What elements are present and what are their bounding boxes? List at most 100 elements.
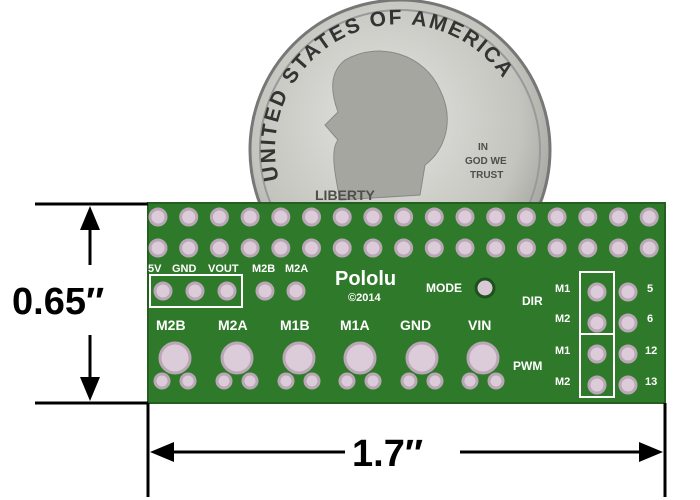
terminal-mount-pad <box>364 372 382 390</box>
header-pad <box>302 207 321 227</box>
header-pad <box>209 238 229 258</box>
header-pad <box>363 238 383 258</box>
header-pad <box>240 207 260 227</box>
logic-pad <box>286 281 306 301</box>
header-pad <box>179 238 199 258</box>
terminal-mount-pad <box>400 372 418 390</box>
pwm-label: PWM <box>513 359 542 373</box>
coin-liberty: LIBERTY <box>315 187 376 203</box>
jumper-m2-pwm: M2 <box>555 376 570 388</box>
header-pad <box>486 238 506 258</box>
header-pad <box>486 207 506 227</box>
header-pad <box>424 207 444 227</box>
terminal-label-gnd: GND <box>400 317 431 333</box>
label-vout: VOUT <box>208 263 239 275</box>
header-pad <box>516 238 536 258</box>
terminal-mount-pad <box>338 372 356 390</box>
logic-pad <box>185 281 205 301</box>
header-pins <box>148 207 659 395</box>
jumper-pad <box>618 344 638 364</box>
header-pad <box>271 207 291 227</box>
header-pad <box>302 238 321 258</box>
terminal-mount-pad <box>277 372 295 390</box>
jumper-m1-pwm: M1 <box>555 345 570 357</box>
header-pad <box>547 207 567 227</box>
label-m2b-small: M2B <box>252 263 275 275</box>
label-gnd: GND <box>172 263 197 275</box>
terminal-pad <box>405 341 439 375</box>
label-5v: 5V <box>148 263 162 275</box>
height-dimension <box>35 202 148 405</box>
width-dimension <box>146 403 667 497</box>
motor-driver-board: 5V GND VOUT M2B M2A Pololu ©2014 MODE DI… <box>147 202 666 404</box>
terminal-pad <box>158 341 192 375</box>
logic-pad <box>255 281 275 301</box>
terminal-mount-pad <box>426 372 444 390</box>
jumper-pad <box>587 344 607 364</box>
jumper-m2-dir: M2 <box>555 313 570 325</box>
terminal-mount-pad <box>153 372 171 390</box>
header-pad <box>179 207 199 227</box>
logic-pad <box>153 281 173 301</box>
mode-label: MODE <box>426 281 462 295</box>
header-pad <box>424 238 444 258</box>
header-pad <box>240 238 260 258</box>
pin-5: 5 <box>647 283 653 295</box>
terminal-label-vin: VIN <box>468 317 491 333</box>
coin-motto-2: GOD WE <box>465 156 507 167</box>
pwm-jumper-outline <box>579 333 615 398</box>
jumper-m1-dir: M1 <box>555 283 570 295</box>
terminal-label-m1a: M1A <box>340 317 370 333</box>
header-pad <box>332 207 352 227</box>
terminal-mount-pad <box>241 372 259 390</box>
terminal-mount-pad <box>179 372 197 390</box>
logic-pad <box>217 281 237 301</box>
jumper-pad <box>618 313 638 333</box>
width-label: 1.7″ <box>352 433 423 475</box>
terminal-mount-pad <box>303 372 321 390</box>
terminal-pad <box>220 341 254 375</box>
header-pad <box>271 238 291 258</box>
terminal-mount-pad <box>461 372 479 390</box>
terminal-label-m2a: M2A <box>218 317 248 333</box>
jumper-pad <box>587 313 607 333</box>
terminal-pad <box>282 341 316 375</box>
header-pad <box>394 238 414 258</box>
height-label: 0.65″ <box>12 281 104 323</box>
mode-pad <box>474 277 496 299</box>
pin-12: 12 <box>645 345 657 357</box>
logic-pin-outline <box>149 274 243 308</box>
coin-motto-3: TRUST <box>470 170 503 181</box>
terminal-label-m1b: M1B <box>280 317 310 333</box>
header-pad <box>578 207 598 227</box>
brand-logo: Pololu <box>335 268 396 290</box>
header-pad <box>455 238 475 258</box>
header-pad <box>578 238 598 258</box>
copyright: ©2014 <box>348 292 381 304</box>
header-pad <box>547 238 567 258</box>
pin-6: 6 <box>647 313 653 325</box>
jumper-pad <box>587 375 607 395</box>
header-pad <box>148 238 168 258</box>
header-pad <box>455 207 475 227</box>
header-pad <box>363 207 383 227</box>
coin-motto-1: IN <box>478 142 488 153</box>
dir-label: DIR <box>522 294 543 308</box>
header-pad <box>609 207 628 227</box>
terminal-mount-pad <box>487 372 505 390</box>
terminal-pad <box>466 341 500 375</box>
header-pad <box>639 207 659 227</box>
label-m2a-small: M2A <box>285 263 308 275</box>
terminal-pad <box>343 341 377 375</box>
jumper-pad <box>618 375 638 395</box>
header-pad <box>148 207 168 227</box>
terminal-label-m2b: M2B <box>156 317 186 333</box>
header-pad <box>639 238 659 258</box>
terminal-mount-pad <box>215 372 233 390</box>
jumper-pad <box>618 282 638 302</box>
header-pad <box>209 207 229 227</box>
header-pad <box>516 207 536 227</box>
washington-profile <box>324 50 448 201</box>
